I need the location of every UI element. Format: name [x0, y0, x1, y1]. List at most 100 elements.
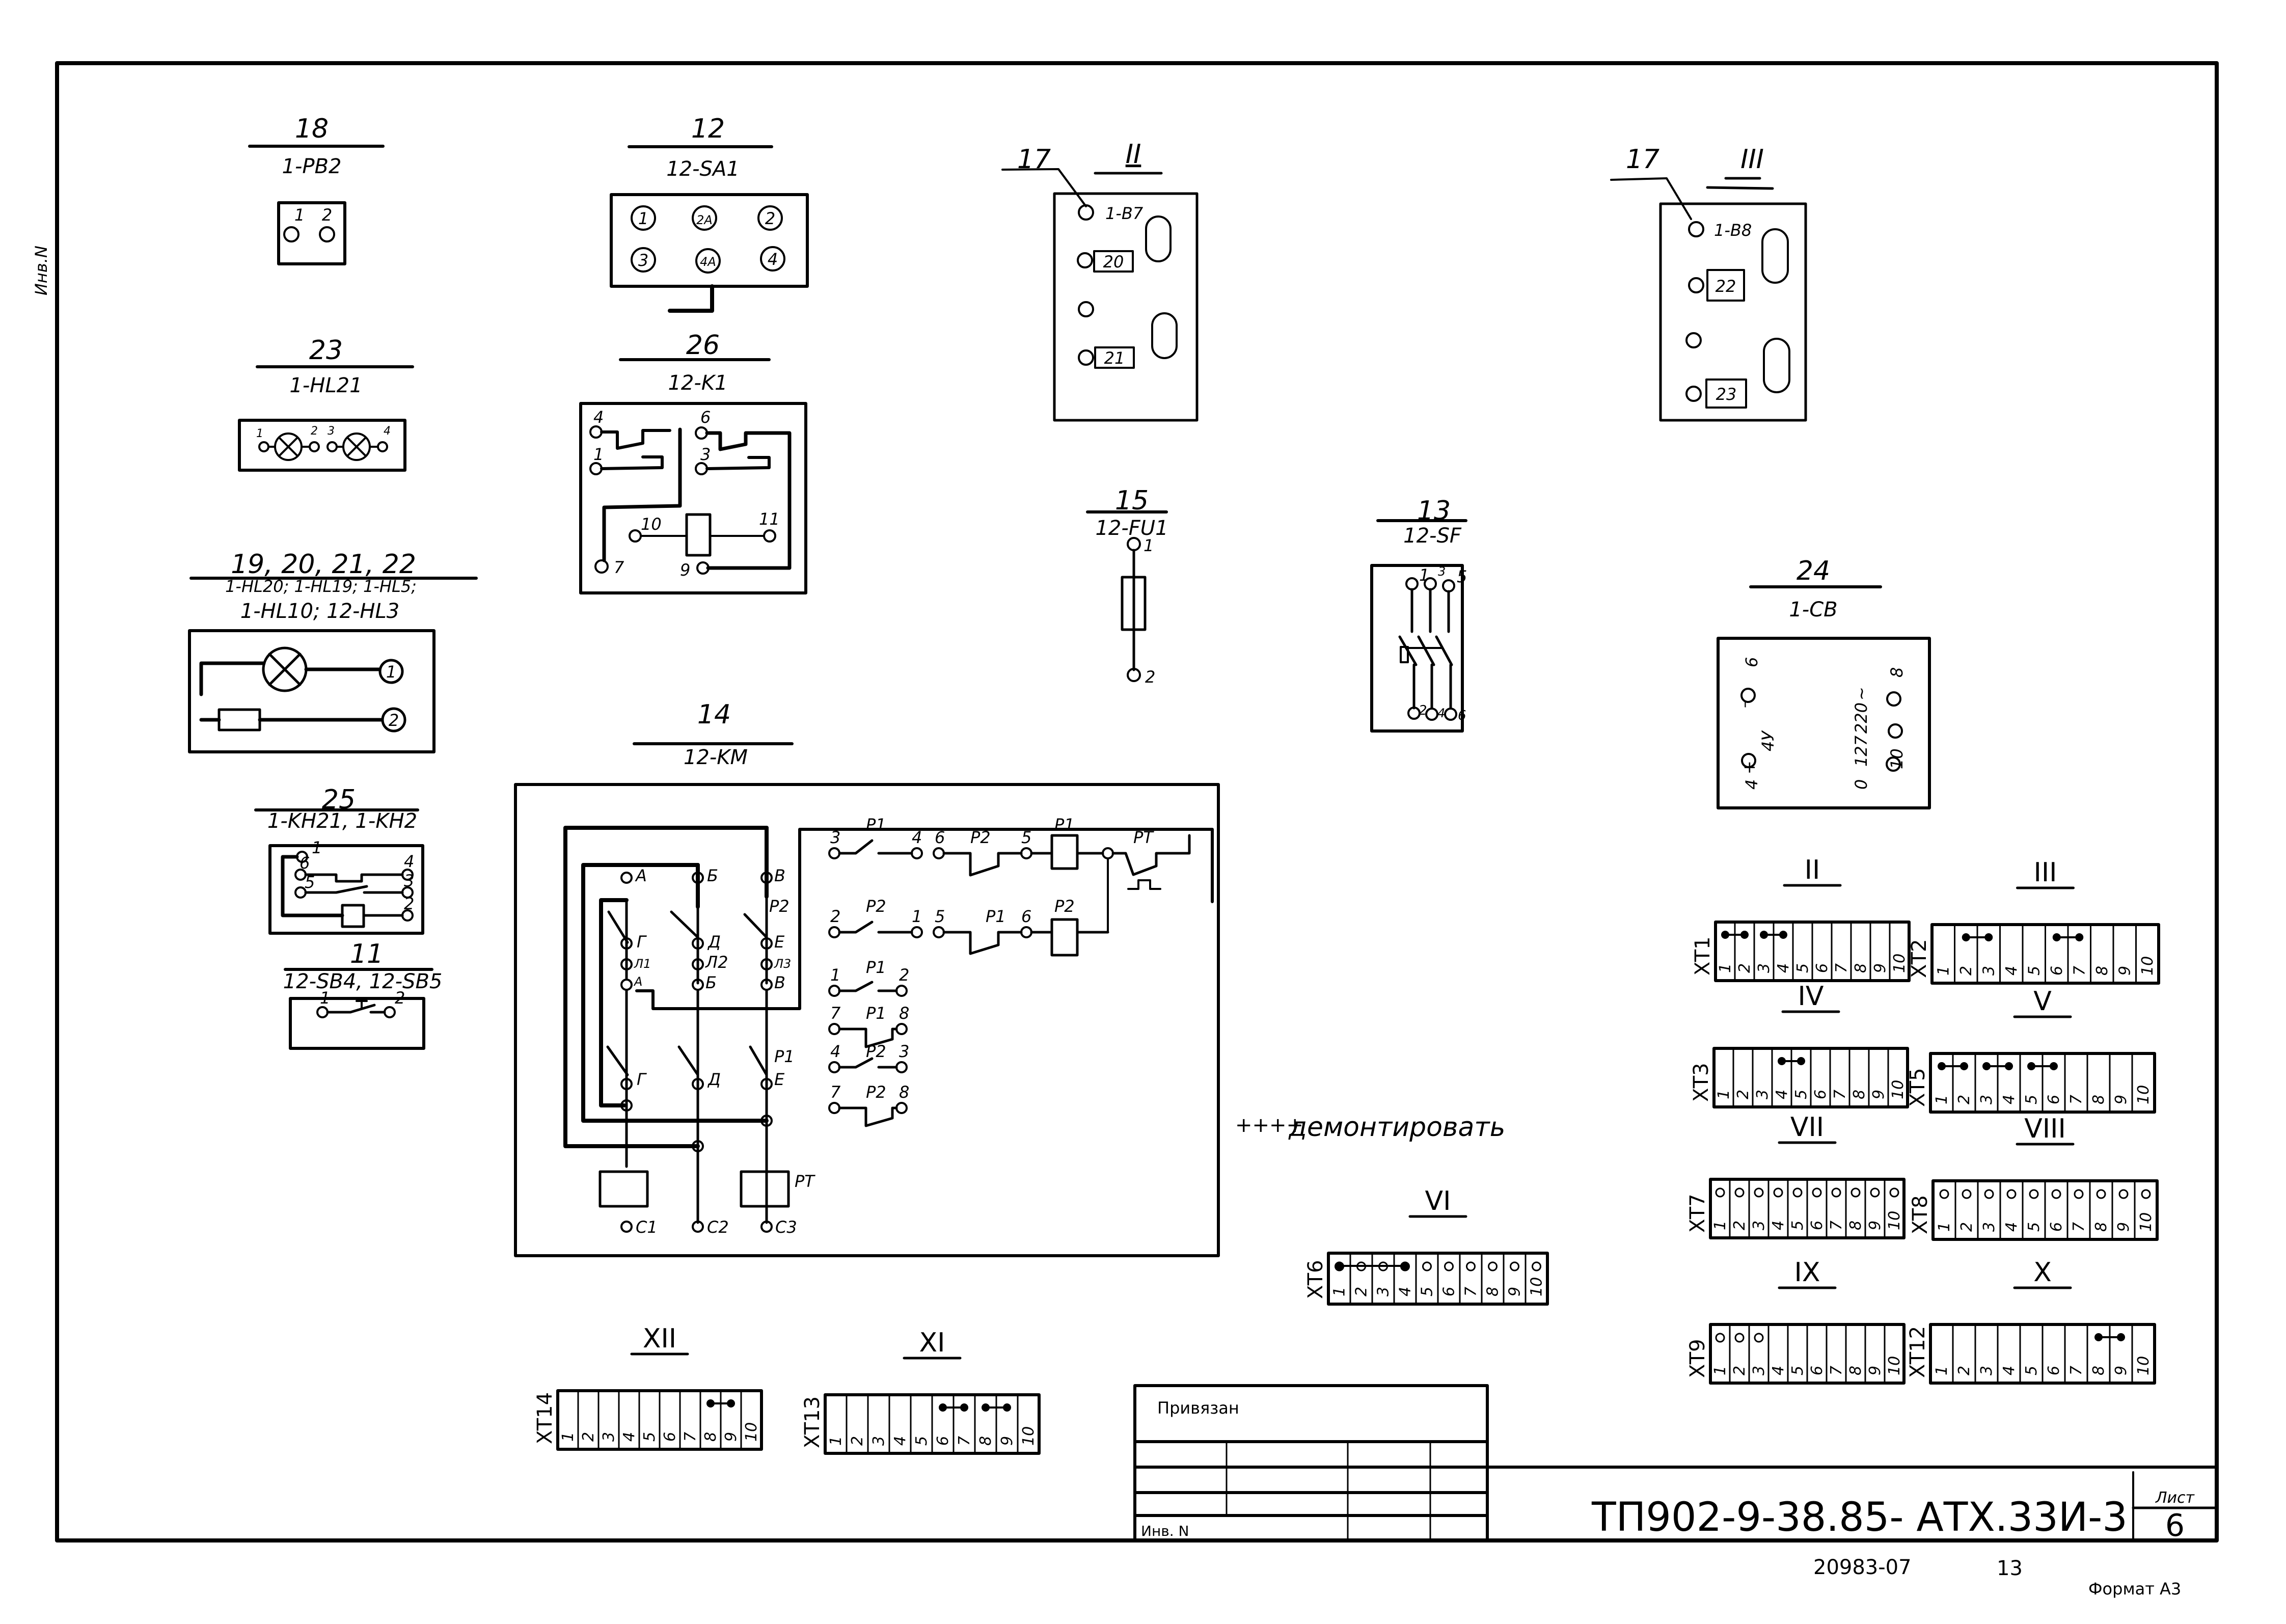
relay-wiring: 4 1 6 3 10 11 7 9 — [589, 408, 792, 580]
thermal-actuator-icon — [1127, 879, 1161, 890]
pin-label: 1 — [294, 205, 305, 225]
terminal-icon — [1740, 688, 1756, 703]
switch-terminals: 1 2А 2 3 4А 4 — [631, 205, 785, 274]
terminal-label: 2 — [899, 965, 909, 985]
contact-wire — [600, 455, 664, 470]
terminal-number: 6 — [1813, 963, 1831, 973]
terminal-icon — [1078, 204, 1094, 221]
terminal-screw-icon — [1715, 1187, 1725, 1198]
section-label: III — [2033, 857, 2057, 888]
terminal-number: 9 — [2112, 1366, 2130, 1375]
contact-blade — [607, 910, 629, 944]
pin-label: 8 — [1887, 667, 1907, 678]
pole-label: В — [774, 866, 785, 885]
terminal-number: 6 — [2048, 1222, 2065, 1232]
pole-label: Г — [637, 1070, 647, 1089]
contact-wire — [600, 429, 671, 450]
terminal-number: 4 — [891, 1436, 909, 1446]
terminal-label: 2 — [830, 907, 840, 926]
contact-label: Р2 — [970, 828, 991, 847]
contact-wire — [705, 431, 792, 570]
terminal-number: 6 — [934, 1436, 952, 1446]
terminal-screw-icon — [1715, 1333, 1725, 1343]
ref-label: 1-HL20; 1-HL19; 1-HL5; — [225, 577, 417, 596]
pin-label: 3 — [638, 251, 648, 270]
terminal-label: 3 — [899, 1042, 909, 1061]
jumper-end — [982, 1403, 990, 1412]
terminal-icon — [828, 847, 840, 859]
pin-label: 5 — [1457, 567, 1467, 586]
pole-label: Б — [705, 973, 717, 992]
terminal-icon — [1078, 301, 1094, 317]
breaker-outline — [1370, 564, 1464, 733]
terminal-screw-icon — [1984, 1189, 1994, 1199]
terminal-icon — [760, 872, 773, 884]
legend: ++++ демонтировать — [1235, 1112, 1505, 1143]
pin-label: 3 — [404, 871, 414, 890]
terminal-icon — [911, 847, 923, 859]
pole-label: А — [633, 975, 642, 989]
terminal-icon — [1685, 332, 1702, 348]
terminal-number: 1 — [1935, 966, 1952, 976]
breaker-poles: 1 3 5 2 4 6 — [1398, 564, 1467, 723]
terminal-number: 8 — [2092, 1222, 2110, 1232]
device-outline — [268, 844, 424, 935]
pos-label: 26 — [686, 330, 720, 361]
pin-label: 10 — [641, 515, 662, 534]
block-name: XT6 — [1304, 1260, 1327, 1299]
terminal-icon — [1102, 847, 1114, 859]
component-26: 26 12-K1 4 1 6 3 10 11 7 — [579, 330, 807, 594]
power-poles — [598, 872, 790, 1233]
terminal-label: 3 — [830, 828, 840, 847]
jumper-end — [2075, 933, 2084, 941]
terminal-screw-icon — [2051, 1189, 2061, 1199]
marker-box — [1094, 346, 1135, 369]
terminal-label: 4 — [912, 828, 922, 847]
terminal-number: 3 — [1755, 963, 1773, 973]
terminal-icon — [1020, 847, 1032, 859]
pole-label: Д — [707, 1070, 721, 1089]
pos-label: 23 — [309, 335, 343, 366]
terminal-screw-icon — [1510, 1261, 1519, 1271]
terminal-screw-icon — [1444, 1261, 1454, 1271]
pole-label: Л2 — [705, 953, 728, 972]
section-label: XII — [643, 1323, 676, 1354]
ref-label: 12-K1 — [668, 371, 727, 395]
terminal-icon — [629, 529, 642, 543]
pos-label: 17 — [1626, 144, 1659, 175]
terminal-label: 8 — [899, 1082, 909, 1102]
terminal-label: 4 — [830, 1042, 840, 1061]
relay-coil-icon — [685, 513, 712, 557]
terminal-icon — [895, 1061, 908, 1073]
terminal-icon — [692, 1140, 704, 1152]
pole-label: В — [774, 973, 785, 992]
terminal-icon — [692, 205, 717, 231]
title-block: Привязан Инв. N ТП902-9-38.85- АТХ.33И-3… — [1133, 1384, 2218, 1599]
terminal-number: 3 — [1978, 1095, 1996, 1104]
pin-label: 4А — [700, 255, 716, 269]
wire — [599, 898, 629, 1107]
terminal-number: 2 — [1955, 1095, 1973, 1104]
device-outline — [289, 997, 425, 1050]
terminal-icon — [692, 958, 704, 970]
terminal-icon — [620, 1078, 633, 1090]
terminal-icon — [757, 205, 783, 231]
device-outline — [1717, 637, 1931, 809]
terminal-number: 7 — [1833, 963, 1850, 973]
pole-label: Л3 — [774, 957, 791, 971]
terminal-icon — [1444, 708, 1457, 721]
contact-icon — [838, 1027, 898, 1048]
component-17-III: 17 III 1-В8 22 23 — [1610, 144, 1807, 422]
terminal-icon — [620, 1099, 633, 1112]
terminal-number: 2 — [1955, 1366, 1973, 1375]
pin-label: 2 — [389, 711, 399, 730]
pin-label: 3 — [700, 445, 711, 464]
terminal-icon — [828, 1102, 840, 1114]
pin-label: 4 — [1437, 706, 1445, 720]
side-note: Инв.N — [32, 246, 51, 295]
relay-coil-icon — [1050, 918, 1079, 957]
